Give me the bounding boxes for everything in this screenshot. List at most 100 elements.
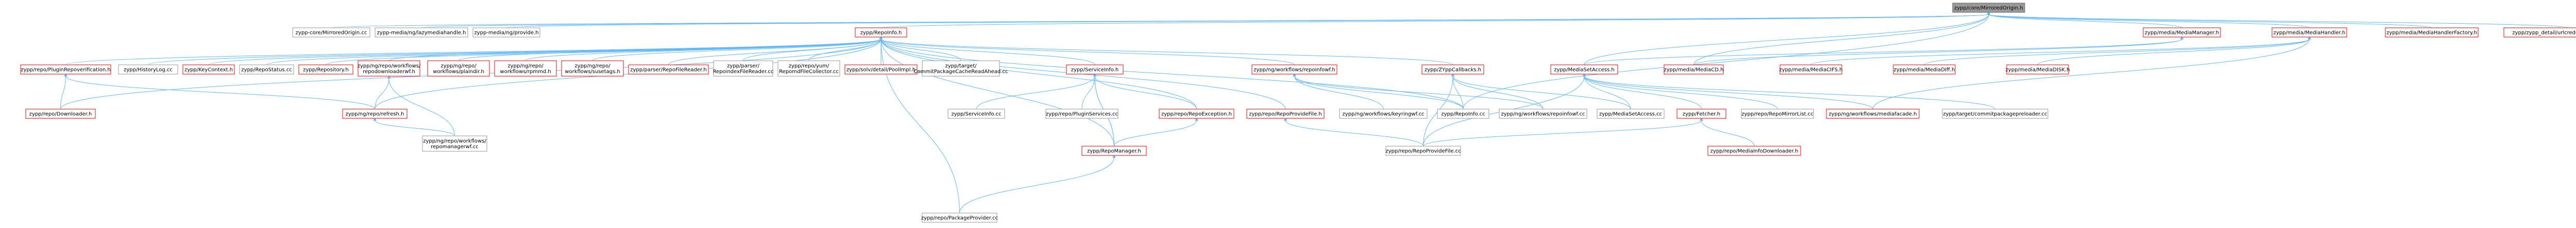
graph-node-box xyxy=(1664,64,1724,75)
graph-node-box xyxy=(494,60,557,77)
graph-node-mediasetaccess_h[interactable]: zypp/MediaSetAccess.h xyxy=(1550,64,1618,75)
dependency-edge-repoinfo_cc-to-ztcallbacks xyxy=(1451,73,1464,110)
graph-node-label: zypp/RepoManager.h xyxy=(1087,149,1141,154)
graph-node-lazymedia[interactable]: zypp-media/ng/lazymediahandle.h xyxy=(375,27,468,38)
graph-node-label: zypp/media/MediaHandler.h xyxy=(2274,30,2346,36)
graph-node-repomanager[interactable]: zypp/RepoManager.h xyxy=(1081,146,1147,156)
dependency-edge-packageprovider-to-repomanager xyxy=(959,154,1116,214)
dependency-edge-repoinfo_cc-to-repoinfo_h xyxy=(879,36,1464,110)
graph-node-mediasetaccess_cc[interactable]: zypp/MediaSetAccess.cc xyxy=(1597,109,1665,119)
graph-node-yumcollector[interactable]: zypp/repo/yum/RepomdFileCollector.cc xyxy=(777,60,840,77)
dependency-edge-plugin_h-to-repoinfo_h xyxy=(65,36,883,65)
dependency-edge-refresh-to-plugin_h xyxy=(64,73,375,110)
graph-node-mediadiff[interactable]: zypp/media/MediaDiff.h xyxy=(1893,64,1956,75)
graph-node-repomirrorlist[interactable]: zypp/repo/RepoMirrorList.cc xyxy=(1741,109,1814,119)
graph-node-label: zypp/ng/repo/ xyxy=(440,63,477,69)
graph-node-commitpkgprov[interactable]: zypp/target/commitpackagepreloader.cc xyxy=(1942,109,2048,119)
graph-node-box xyxy=(1385,146,1461,156)
graph-node-filereader[interactable]: zypp/parser/RepoFileReader.h xyxy=(628,64,709,75)
graph-node-repoexception[interactable]: zypp/repo/RepoException.h xyxy=(1159,109,1234,119)
graph-node-box xyxy=(1780,64,1842,75)
dependency-edge-mediafacade-to-mediasetaccess_h xyxy=(1582,73,1873,110)
graph-node-commitpkg[interactable]: zypp/target/CommitPackageCacheReadAhead.… xyxy=(914,60,1008,77)
graph-node-historylog[interactable]: zypp/HistoryLog.cc xyxy=(118,64,178,75)
graph-node-keycontext[interactable]: zypp/KeyContext.h xyxy=(182,64,235,75)
graph-node-repoinfowf_h[interactable]: zypp/ng/workflows/repoinfowf.h xyxy=(1251,64,1337,75)
graph-node-label: zypp/media/MediaHandlerFactory.h xyxy=(2386,30,2477,36)
graph-node-refresh[interactable]: zypp/ng/repo/refresh.h xyxy=(342,109,408,119)
graph-node-serviceinfo_h[interactable]: zypp/ServiceInfo.h xyxy=(1066,64,1124,75)
graph-node-keyringwf[interactable]: zypp/ng/workflows/keyringwf.cc xyxy=(1339,109,1428,119)
graph-node-reporeader[interactable]: zypp/parser/RepoindexFileReader.cc xyxy=(713,60,774,77)
graph-node-repoinfo_cc[interactable]: zypp/RepoInfo.cc xyxy=(1437,109,1489,119)
graph-node-mediafacade[interactable]: zypp/ng/workflows/mediafacade.h xyxy=(1826,109,1920,119)
graph-node-mediamanager[interactable]: zypp/media/MediaManager.h xyxy=(2143,27,2221,38)
graph-node-box xyxy=(628,64,709,75)
graph-node-rpmmd[interactable]: zypp/ng/repo/workflows/rpmmd.h xyxy=(494,60,557,77)
graph-node-repoprovide_h[interactable]: zypp/repo/RepoProvideFile.h xyxy=(1246,109,1325,119)
dependency-edge-repoexception-to-repoinfo_h xyxy=(879,36,1197,110)
graph-node-box xyxy=(1499,109,1587,119)
graph-node-box xyxy=(298,64,353,75)
graph-node-box xyxy=(922,213,997,223)
graph-node-box xyxy=(358,60,420,77)
graph-node-label: workflows/plaindir.h xyxy=(433,69,484,75)
graph-node-repostatus[interactable]: zypp/RepoStatus.cc xyxy=(239,64,294,75)
graph-node-box xyxy=(561,60,624,77)
graph-node-label: zypp/repo/PluginRepoverification.h xyxy=(21,67,110,73)
graph-node-label: zypp/media/MediaDISK.h xyxy=(2006,67,2070,73)
graph-node-provide[interactable]: zypp-media/ng/provide.h xyxy=(472,27,540,38)
graph-node-susetags[interactable]: zypp/ng/repo/workflows/susetags.h xyxy=(561,60,624,77)
graph-node-label: zypp/RepoInfo.cc xyxy=(1441,112,1485,117)
graph-node-mediahandler[interactable]: zypp/media/MediaHandler.h xyxy=(2272,27,2347,38)
graph-node-plaindir[interactable]: zypp/ng/repo/workflows/plaindir.h xyxy=(427,60,490,77)
graph-node-mhfactory[interactable]: zypp/media/MediaHandlerFactory.h xyxy=(2385,27,2479,38)
graph-node-box xyxy=(855,27,907,38)
graph-node-repodownloader[interactable]: zypp/ng/repo/workflows/repodownloaderwf.… xyxy=(358,60,421,77)
graph-node-plugin_h[interactable]: zypp/repo/PluginRepoverification.h xyxy=(20,64,111,75)
graph-node-label: zypp/core/MirroredOrigin.h xyxy=(1954,6,2023,11)
dependency-edge-repomanager-to-repoinfo_h xyxy=(879,36,1114,147)
graph-node-repoinfowf_cc[interactable]: zypp/ng/workflows/repoinfowf.cc xyxy=(1499,109,1587,119)
graph-node-label: zypp/parser/RepoFileReader.h xyxy=(630,67,707,73)
dependency-edge-reporeader-to-repoinfo_h xyxy=(743,36,883,61)
graph-node-mirrorlist[interactable]: zypp/zypp_detail/urlcredentialextractor_… xyxy=(2503,27,2576,38)
graph-node-pluginservices[interactable]: zypp/repo/PluginServices.cc xyxy=(1045,109,1118,119)
dependency-edge-serviceinfo_h-to-repoinfo_h xyxy=(879,36,1095,65)
graph-node-label: zypp/ServiceInfo.cc xyxy=(951,112,1001,117)
dependency-edge-mirrorlist-to-root xyxy=(1987,11,2569,28)
graph-node-label: zypp/repo/PackageProvider.cc xyxy=(921,216,998,221)
graph-node-label: zypp/ng/workflows/repoinfowf.cc xyxy=(1501,112,1585,117)
graph-node-box xyxy=(25,109,96,119)
graph-node-fetcher[interactable]: zypp/Fetcher.h xyxy=(1676,109,1726,119)
graph-node-label: zypp/RepoStatus.cc xyxy=(241,67,292,73)
graph-node-poolimpl[interactable]: zypp/solv/detail/PoolImpl.h xyxy=(844,64,918,75)
graph-node-box xyxy=(1159,109,1234,119)
graph-node-mediadisk[interactable]: zypp/media/MediaDISK.h xyxy=(2006,64,2070,75)
graph-node-box xyxy=(777,60,840,77)
graph-node-serviceinfo_cc[interactable]: zypp/ServiceInfo.cc xyxy=(947,109,1005,119)
graph-node-repoinfo_h[interactable]: zypp/RepoInfo.h xyxy=(855,27,907,38)
dependency-edge-mediasetaccess_h-to-mediamanager xyxy=(1584,36,2184,65)
node-layer: zypp/core/MirroredOrigin.h zypp-core/Mirr… xyxy=(20,3,2576,223)
dependency-edge-commitpkg-to-repoinfo_h xyxy=(879,36,961,61)
graph-node-repoprovide_cc[interactable]: zypp/repo/RepoProvideFile.cc xyxy=(1385,146,1461,156)
dependency-edge-mediasetaccess_h-to-root xyxy=(1584,11,1991,65)
dependency-edge-refresh-to-repodownloader xyxy=(375,75,391,110)
graph-node-repository[interactable]: zypp/Repository.h xyxy=(298,64,353,75)
graph-node-box xyxy=(472,27,540,38)
graph-node-packageprovider[interactable]: zypp/repo/PackageProvider.cc xyxy=(921,213,998,223)
graph-node-mediainfodl[interactable]: zypp/repo/MediaInfoDownloader.h xyxy=(1707,146,1801,156)
graph-node-repomanagerwf[interactable]: zypp/ng/repo/workflows/repomanagerwf.cc xyxy=(422,135,487,152)
dependency-edge-commitpkgprov-to-mediasetaccess_h xyxy=(1582,73,1995,110)
graph-node-downloader[interactable]: zypp/repo/Downloader.h xyxy=(25,109,96,119)
graph-node-mediacifs[interactable]: zypp/media/MediaCIFS.h xyxy=(1779,64,1843,75)
graph-node-mo_cc[interactable]: zypp-core/MirroredOrigin.cc xyxy=(292,27,370,38)
graph-node-box xyxy=(2006,64,2069,75)
graph-node-label: zypp/KeyContext.h xyxy=(184,67,233,73)
graph-node-label: zypp/MediaSetAccess.cc xyxy=(1599,112,1662,117)
graph-node-box xyxy=(1045,109,1118,119)
graph-node-box xyxy=(713,60,773,77)
graph-node-ztcallbacks[interactable]: zypp/ZYppCallbacks.h xyxy=(1421,64,1484,75)
graph-node-mediacd[interactable]: zypp/media/MediaCD.h xyxy=(1664,64,1724,75)
